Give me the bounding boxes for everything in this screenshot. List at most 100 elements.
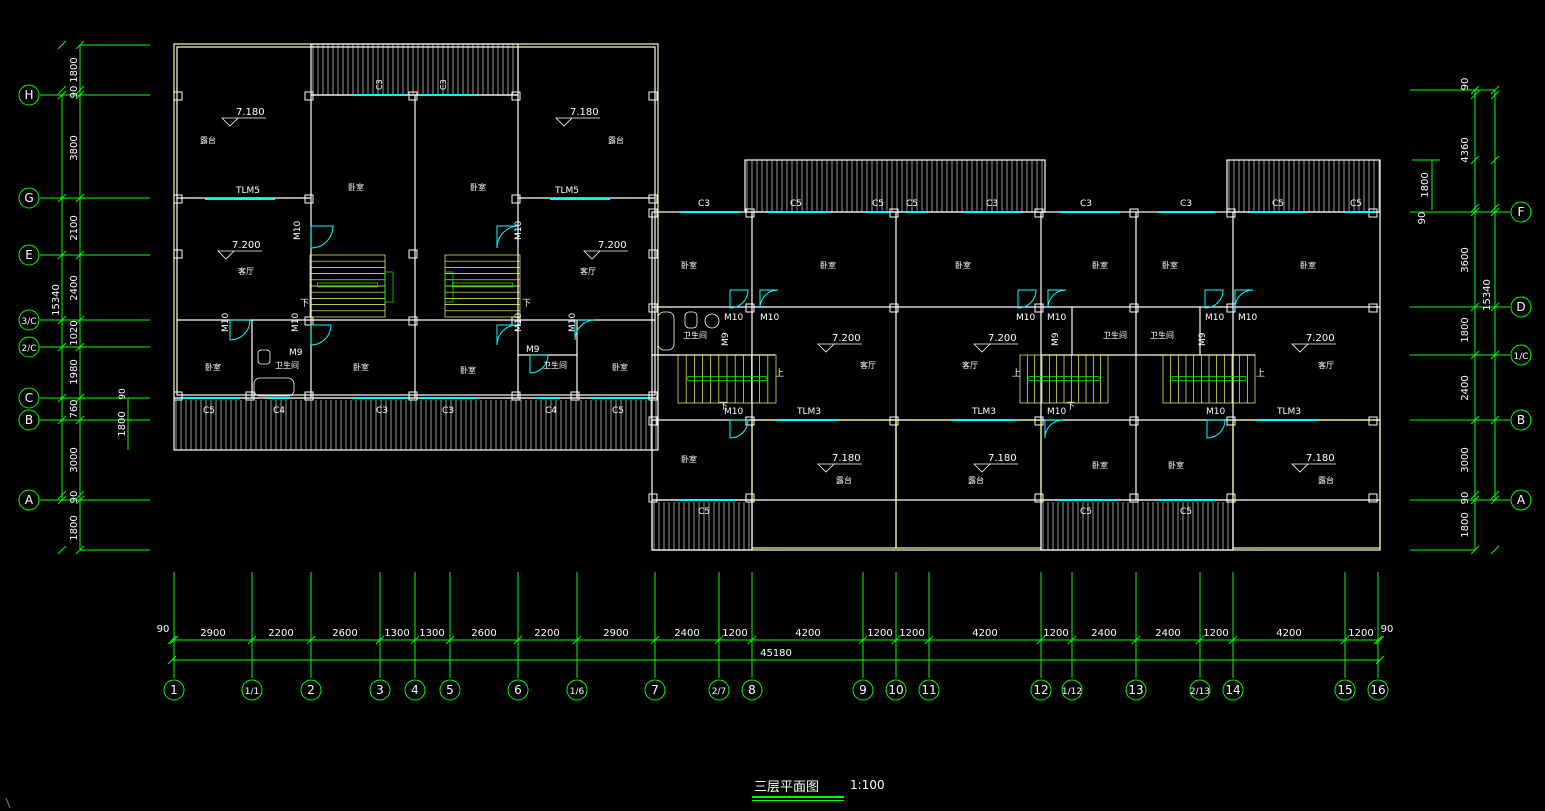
axis-label-bottom: 14 bbox=[1225, 683, 1240, 697]
dim-bottom: 2900 bbox=[603, 628, 628, 639]
rect bbox=[1040, 499, 1234, 551]
rect bbox=[684, 311, 698, 329]
room-name: 卧室 bbox=[470, 182, 486, 192]
room-name: 卧室 bbox=[955, 260, 971, 270]
room-name: 卧室 bbox=[1092, 460, 1108, 470]
bathroom-fixtures bbox=[253, 311, 720, 397]
level-value: 7.180 bbox=[988, 453, 1017, 464]
level-mark bbox=[1291, 343, 1336, 353]
dim-right: 1800 bbox=[1420, 172, 1431, 197]
dim-left: 1020 bbox=[69, 320, 80, 345]
dim-right: 90 bbox=[1417, 212, 1428, 225]
room-name: 卧室 bbox=[1092, 260, 1108, 270]
line bbox=[57, 85, 67, 95]
axis-bubble-bottom bbox=[741, 679, 763, 701]
rect bbox=[1034, 303, 1044, 313]
axis-bubble-bottom bbox=[1334, 679, 1356, 701]
axis-label-right: B bbox=[1517, 413, 1525, 427]
rect bbox=[648, 194, 658, 204]
door-swing bbox=[1017, 289, 1037, 309]
rect bbox=[317, 282, 378, 288]
line bbox=[57, 90, 67, 100]
room-name: 露台 bbox=[968, 475, 984, 485]
axis-label-right: 1/C bbox=[1513, 352, 1528, 362]
door-swings bbox=[229, 225, 1254, 439]
level-mark bbox=[817, 343, 862, 353]
rect bbox=[1129, 416, 1139, 426]
dim-bottom: 1300 bbox=[419, 628, 444, 639]
dim-bottom: 1300 bbox=[384, 628, 409, 639]
axis-label-right: A bbox=[1517, 493, 1526, 507]
dim-right: 3000 bbox=[1460, 447, 1471, 472]
room-name: 客厅 bbox=[580, 266, 596, 276]
dim-bottom-total: 45180 bbox=[760, 648, 792, 659]
rect bbox=[657, 311, 675, 351]
dim-bottom: 2200 bbox=[534, 628, 559, 639]
rect bbox=[173, 91, 183, 101]
rect bbox=[648, 303, 658, 313]
line bbox=[1470, 90, 1480, 100]
rect bbox=[1129, 493, 1139, 503]
balcony-hatching bbox=[175, 44, 1380, 550]
door-tag: M10 bbox=[1016, 313, 1035, 323]
axis-label-left: 2/C bbox=[21, 344, 36, 354]
rect bbox=[1368, 416, 1378, 426]
window-tag: C5 bbox=[1080, 507, 1092, 517]
stair-direction: 上 bbox=[1012, 368, 1021, 379]
line bbox=[57, 40, 67, 50]
stair-direction: 下 bbox=[300, 299, 309, 309]
door-tag: M10 bbox=[1205, 313, 1224, 323]
door-tag-vertical: M10 bbox=[291, 313, 301, 332]
line bbox=[57, 193, 67, 203]
axis-label-left: H bbox=[24, 88, 33, 102]
line bbox=[1375, 655, 1385, 665]
level-mark bbox=[1291, 463, 1336, 473]
axis-bubble-bottom bbox=[918, 679, 940, 701]
rect bbox=[1232, 419, 1381, 549]
rect bbox=[1226, 416, 1236, 426]
door-tag: M10 bbox=[760, 313, 779, 323]
columns bbox=[173, 91, 1378, 503]
axis-bubble-left bbox=[18, 309, 40, 331]
axis-bubble-right bbox=[1510, 201, 1532, 223]
door-swing bbox=[496, 225, 520, 249]
axis-bubble-bottom bbox=[369, 679, 391, 701]
axis-label-bottom: 16 bbox=[1370, 683, 1385, 697]
line bbox=[57, 495, 67, 505]
room-name: 客厅 bbox=[238, 266, 254, 276]
rect bbox=[1129, 208, 1139, 218]
axis-bubble-bottom bbox=[404, 679, 426, 701]
door-tag: M10 bbox=[1047, 407, 1066, 417]
line bbox=[1490, 545, 1500, 555]
line bbox=[572, 635, 582, 645]
line bbox=[1036, 635, 1046, 645]
dim-left: 3000 bbox=[69, 447, 80, 472]
stair-direction: 下 bbox=[522, 299, 531, 309]
axis-bubble-bottom bbox=[1061, 679, 1083, 701]
rect bbox=[304, 391, 314, 401]
line bbox=[1470, 495, 1480, 505]
line bbox=[75, 85, 85, 95]
rect bbox=[444, 271, 454, 303]
rect bbox=[173, 249, 183, 259]
dim-right: 4360 bbox=[1460, 137, 1471, 162]
axis-label-bottom: 1/6 bbox=[570, 687, 585, 697]
line bbox=[1373, 635, 1383, 645]
dimension-lines bbox=[5, 44, 1496, 809]
door-tag-vertical: M10 bbox=[514, 221, 524, 240]
dim-bottom: 2600 bbox=[471, 628, 496, 639]
axis-label-left: C bbox=[25, 391, 33, 405]
line bbox=[75, 40, 85, 50]
door-tag-vertical: M10 bbox=[293, 221, 303, 240]
rect bbox=[310, 43, 519, 96]
axis-bubble-bottom bbox=[1030, 679, 1052, 701]
door-tag: TLM5 bbox=[554, 186, 579, 196]
line bbox=[75, 315, 85, 325]
line bbox=[1067, 635, 1077, 645]
dimension-text: 1800903800210024001020198076030009018001… bbox=[51, 57, 1493, 659]
level-mark bbox=[583, 250, 628, 260]
window-tag: C5 bbox=[1272, 199, 1284, 209]
dim-bottom: 2400 bbox=[1155, 628, 1180, 639]
rect bbox=[648, 249, 658, 259]
room-name: 客厅 bbox=[1318, 360, 1334, 370]
